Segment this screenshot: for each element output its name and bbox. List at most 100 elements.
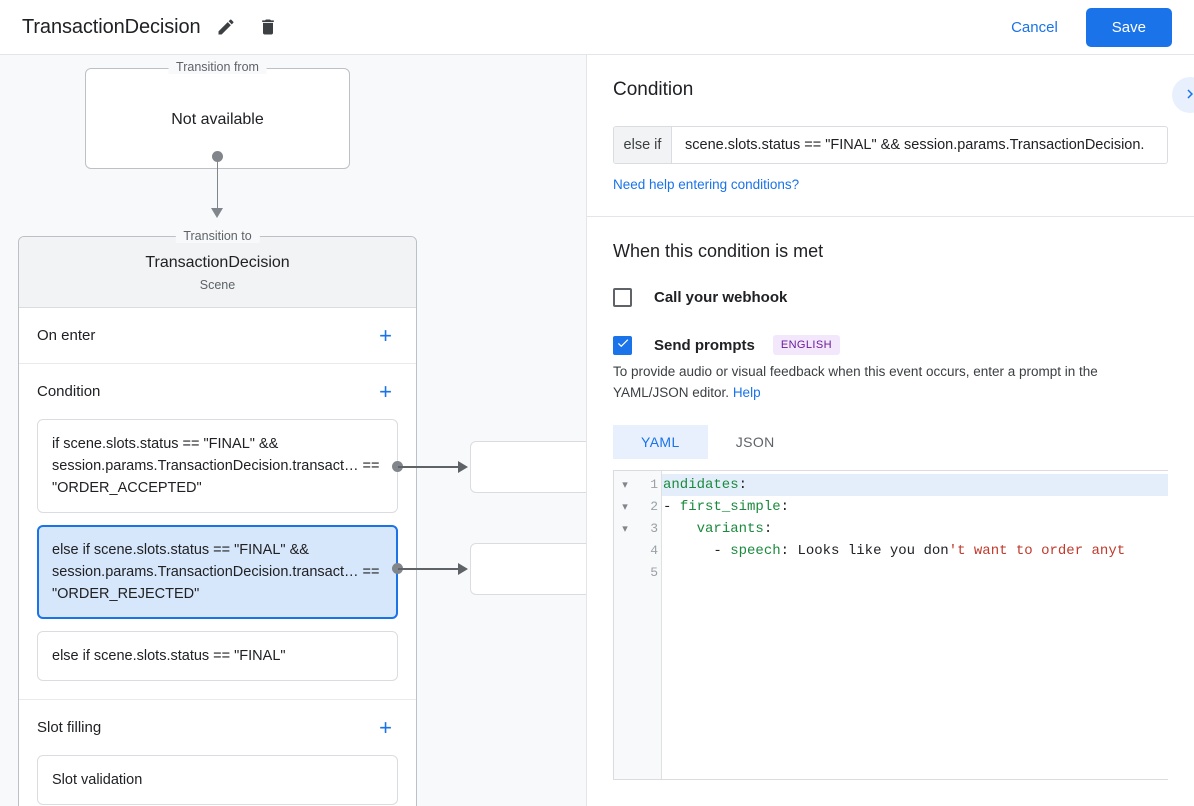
- edge-line-accepted: [398, 466, 460, 468]
- code-token: [663, 521, 697, 537]
- fold-toggle[interactable]: ▾: [622, 501, 628, 513]
- edge-arrow-rejected: [458, 563, 468, 575]
- section-title-condition: Condition: [37, 383, 101, 400]
- edge-line-rejected: [398, 568, 460, 570]
- edit-name-button[interactable]: [209, 10, 243, 44]
- transition-from-value: Not available: [171, 111, 264, 128]
- transition-to-legend: Transition to: [175, 229, 260, 243]
- condition-input-row[interactable]: else if scene.slots.status == "FINAL" &&…: [613, 126, 1168, 164]
- need-help-link[interactable]: Need help entering conditions?: [613, 177, 800, 192]
- fold-toggle[interactable]: ▾: [622, 479, 628, 491]
- code-line[interactable]: andidates:: [662, 474, 1168, 496]
- target-box-rejected[interactable]: [470, 543, 586, 595]
- send-prompts-row[interactable]: Send prompts ENGLISH: [613, 335, 1168, 355]
- pencil-icon: [216, 17, 236, 37]
- condition-card-accepted[interactable]: if scene.slots.status == "FINAL" && sess…: [37, 419, 398, 513]
- add-condition-button[interactable]: +: [373, 377, 398, 407]
- panel-title: Condition: [613, 79, 694, 100]
- scene-type: Scene: [199, 278, 236, 292]
- send-prompts-hint: To provide audio or visual feedback when…: [613, 361, 1168, 403]
- fold-toggle[interactable]: [614, 562, 636, 584]
- send-prompts-checkbox[interactable]: [613, 335, 632, 355]
- add-slot-filling-button[interactable]: +: [373, 713, 398, 743]
- section-title-slot-filling: Slot filling: [37, 719, 102, 736]
- code-token: :: [738, 477, 748, 493]
- line-number: 1: [650, 477, 658, 492]
- section-slot-filling: Slot filling + Slot validation: [19, 700, 416, 806]
- slot-validation-card[interactable]: Slot validation: [37, 755, 398, 805]
- add-on-enter-button[interactable]: +: [373, 321, 398, 351]
- save-button[interactable]: Save: [1085, 7, 1172, 47]
- code-token: speech: [730, 543, 781, 559]
- delete-button[interactable]: [251, 10, 285, 44]
- line-number: 4: [650, 543, 658, 558]
- edge-dot-rejected: [392, 563, 403, 574]
- code-token: Looks like you don: [797, 543, 949, 559]
- send-prompts-label: Send prompts: [654, 336, 755, 354]
- editor-code-area[interactable]: andidates:- first_simple: variants: - sp…: [662, 471, 1168, 779]
- call-webhook-row[interactable]: Call your webhook: [613, 288, 1168, 307]
- code-line[interactable]: variants:: [662, 518, 1168, 540]
- app-header: TransactionDecision Cancel Save: [0, 0, 1194, 55]
- trash-icon: [258, 17, 278, 37]
- target-box-accepted[interactable]: [470, 441, 586, 493]
- tab-json[interactable]: JSON: [735, 434, 775, 450]
- tab-yaml[interactable]: YAML: [613, 425, 708, 459]
- edge-arrow-accepted: [458, 461, 468, 473]
- section-header-on-enter: On enter +: [37, 308, 398, 363]
- line-number: 3: [650, 521, 658, 536]
- edge-dot-accepted: [392, 461, 403, 472]
- help-link[interactable]: Help: [732, 385, 761, 400]
- condition-list: if scene.slots.status == "FINAL" && sess…: [37, 419, 398, 699]
- condition-expression-input[interactable]: scene.slots.status == "FINAL" && session…: [685, 137, 1145, 153]
- line-number: 2: [650, 499, 658, 514]
- expand-panel-button[interactable]: [1172, 77, 1194, 113]
- cancel-button[interactable]: Cancel: [997, 10, 1072, 45]
- section-title-on-enter: On enter: [37, 327, 96, 344]
- section-header-slot-filling: Slot filling +: [37, 700, 398, 755]
- when-condition-met-section: When this condition is met Call your web…: [587, 217, 1194, 780]
- connector-line-vertical: [216, 156, 218, 210]
- fold-toggle[interactable]: ▾: [622, 523, 628, 535]
- code-token: :: [763, 521, 773, 537]
- fold-toggle[interactable]: [614, 540, 636, 562]
- code-token: :: [780, 499, 790, 515]
- transition-from-legend: Transition from: [168, 60, 267, 74]
- editor-line-numbers: 1 2 3 4 5: [636, 471, 662, 779]
- flow-canvas[interactable]: Transition from Not available Transition…: [0, 55, 586, 806]
- section-on-enter: On enter +: [19, 308, 416, 364]
- condition-card-rejected[interactable]: else if scene.slots.status == "FINAL" &&…: [37, 525, 398, 619]
- code-token: first_simple: [679, 499, 781, 515]
- scene-card-header: TransactionDecision Scene: [19, 237, 416, 308]
- section-condition: Condition + if scene.slots.status == "FI…: [19, 364, 416, 700]
- chevron-right-icon: [1181, 85, 1194, 106]
- code-line[interactable]: - first_simple:: [662, 496, 1168, 518]
- checkmark-icon: [616, 336, 630, 355]
- call-webhook-label: Call your webhook: [654, 289, 788, 306]
- send-prompts-hint-text: To provide audio or visual feedback when…: [613, 364, 1098, 400]
- details-panel: Condition else if scene.slots.status == …: [586, 55, 1194, 806]
- code-token: -: [663, 499, 680, 515]
- code-token: :: [780, 543, 798, 559]
- page-title: TransactionDecision: [22, 15, 201, 38]
- language-badge: ENGLISH: [772, 335, 840, 355]
- code-token: variants: [696, 521, 764, 537]
- code-token: 't want to order anyt: [948, 543, 1126, 559]
- section-header-condition: Condition +: [37, 364, 398, 419]
- condition-card-final[interactable]: else if scene.slots.status == "FINAL": [37, 631, 398, 681]
- slot-filling-list: Slot validation: [37, 755, 398, 806]
- line-number: 5: [650, 565, 658, 580]
- scene-card: Transition to TransactionDecision Scene …: [18, 229, 417, 806]
- editor-fold-column[interactable]: ▾ ▾ ▾: [614, 471, 636, 779]
- call-webhook-checkbox[interactable]: [613, 288, 632, 307]
- code-line[interactable]: [662, 562, 1168, 584]
- scene-name: TransactionDecision: [145, 254, 290, 271]
- when-condition-met-title: When this condition is met: [613, 241, 824, 261]
- condition-panel-section: Condition else if scene.slots.status == …: [587, 55, 1194, 217]
- code-line[interactable]: - speech: Looks like you don't want to o…: [662, 540, 1168, 562]
- editor-format-tabs: YAML JSON: [613, 425, 1168, 459]
- condition-prefix-label: else if: [614, 127, 672, 163]
- code-token: -: [663, 543, 731, 559]
